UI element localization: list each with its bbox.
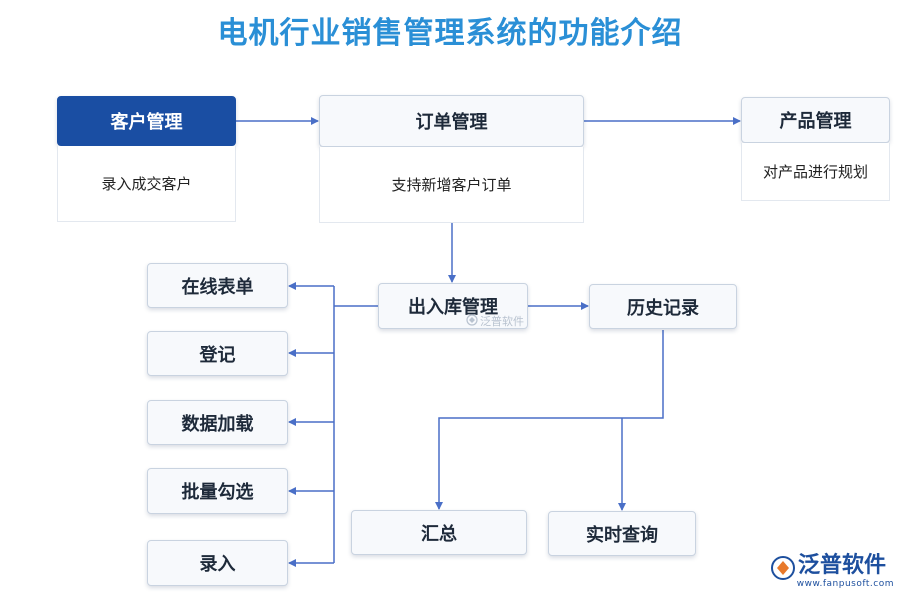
realtime-query-node: 实时查询 — [548, 511, 696, 556]
data-load-node: 数据加载 — [147, 400, 288, 445]
warehouse-management-node: 出入库管理 — [378, 283, 528, 329]
register-node: 登记 — [147, 331, 288, 376]
history-record-node: 历史记录 — [589, 284, 737, 329]
brand-url: www.fanpusoft.com — [796, 579, 894, 589]
product-management-node: 产品管理 — [741, 97, 890, 143]
online-form-node: 在线表单 — [147, 263, 288, 308]
customer-management-desc: 录入成交客户 — [57, 146, 236, 222]
batch-select-node: 批量勾选 — [147, 468, 288, 514]
customer-management-node: 客户管理 — [57, 96, 236, 146]
summary-node: 汇总 — [351, 510, 527, 555]
brand-logo-block: 泛普软件 www.fanpusoft.com — [768, 553, 894, 589]
page-title: 电机行业销售管理系统的功能介绍 — [217, 16, 683, 51]
order-management-node: 订单管理 — [319, 95, 584, 147]
brand-logo-icon — [770, 555, 796, 585]
entry-node: 录入 — [147, 540, 288, 586]
small-watermark: 泛普软件 — [466, 313, 524, 329]
brand-name: 泛普软件 — [798, 553, 887, 578]
order-management-desc: 支持新增客户订单 — [319, 147, 584, 223]
product-management-desc: 对产品进行规划 — [741, 143, 890, 201]
history-branch — [435, 330, 664, 510]
watermark-logo-icon — [466, 313, 478, 329]
